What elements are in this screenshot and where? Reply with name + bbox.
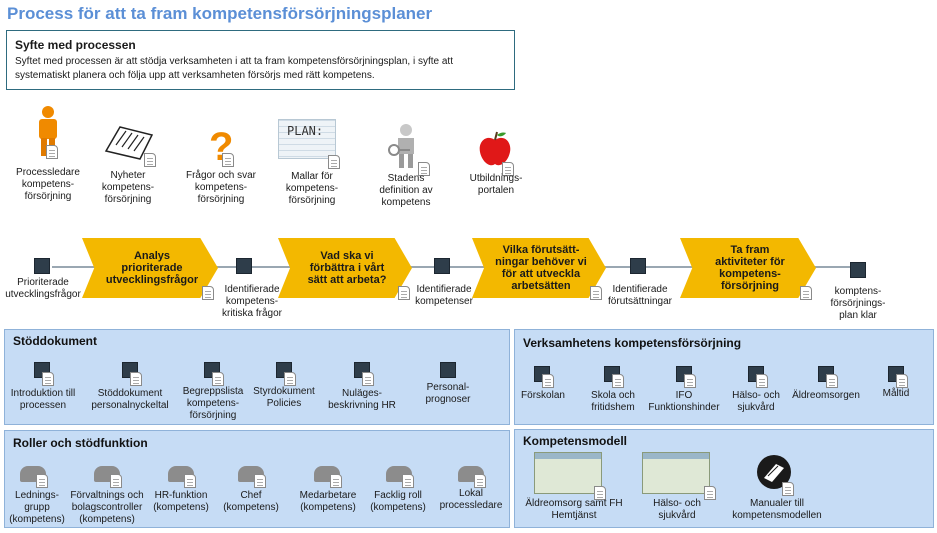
document-icon <box>502 162 514 176</box>
document-icon <box>440 362 456 378</box>
flow-output-label: Identifierade <box>224 284 280 295</box>
document-icon <box>202 286 214 300</box>
resource-label: Utbildnings- <box>469 173 523 184</box>
purpose-box: Syfte med processen Syftet med processen… <box>6 30 515 90</box>
stoddokument-panel: Stöddokument <box>4 329 510 425</box>
verksamhet-item[interactable]: Förskolan <box>514 362 572 412</box>
output-doc-2-icon <box>236 258 252 274</box>
resource-label: Stadens <box>387 173 425 184</box>
person-with-key-icon <box>388 124 414 168</box>
output-doc-3-icon <box>434 258 450 274</box>
verksamhet-item[interactable]: Äldreomsorgen <box>788 362 864 412</box>
resource-label: Processledare <box>16 167 80 178</box>
resource-label: Mallar för <box>291 171 333 182</box>
flow-output-label: Prioriterade <box>17 277 69 288</box>
stoddokument-item[interactable]: Nuläges-beskrivning HR <box>320 360 404 416</box>
document-icon <box>144 153 156 167</box>
page-title: Process för att ta fram kompetensförsörj… <box>7 4 433 23</box>
document-icon <box>398 286 410 300</box>
output-doc-4-icon <box>630 258 646 274</box>
role-item[interactable]: Facklig roll(kompetens) <box>364 462 432 518</box>
output-doc-5-icon <box>850 262 866 278</box>
document-icon <box>222 153 234 167</box>
plan-notepad-icon: PLAN: <box>278 119 336 159</box>
document-icon <box>328 155 340 169</box>
verksamhetens-panel: Verksamhetens kompetensförsörjning <box>514 329 934 425</box>
manual-icon <box>757 455 791 489</box>
panel-heading: Kompetensmodell <box>523 434 628 448</box>
resource-utbildningsportalen[interactable]: Utbildnings-portalen <box>458 128 534 203</box>
stoddokument-item[interactable]: Personal-prognoser <box>410 360 486 416</box>
purpose-heading: Syfte med processen <box>15 38 136 52</box>
purpose-text: Syftet med processen är att stödja verks… <box>15 56 453 81</box>
resource-label: Nyheter <box>110 170 146 181</box>
apple-icon <box>479 131 511 166</box>
document-icon <box>46 145 58 159</box>
resource-label: Frågor och svar <box>185 170 257 181</box>
flow-output-label: Identifierade <box>416 284 472 295</box>
panel-heading: Verksamhetens kompetensförsörjning <box>523 336 742 350</box>
flow-output-label: Identifierade <box>612 284 668 295</box>
panel-heading: Stöddokument <box>13 334 97 348</box>
panel-heading: Roller och stödfunktion <box>13 436 148 450</box>
document-icon <box>418 162 430 176</box>
document-icon <box>800 286 812 300</box>
screenshot-thumbnail-icon <box>642 452 710 494</box>
flow-line <box>52 266 852 268</box>
kompetensmodell-panel: Kompetensmodell <box>514 429 934 528</box>
screenshot-thumbnail-icon <box>534 452 602 494</box>
role-item[interactable]: Medarbetare(kompetens) <box>294 462 362 518</box>
role-item[interactable]: HR-funktion(kompetens) <box>148 462 214 518</box>
role-item[interactable]: Chef(kompetens) <box>218 462 284 518</box>
newspaper-icon <box>104 126 154 160</box>
flow-output-label: komptens- <box>834 286 882 297</box>
output-doc-1-icon <box>34 258 50 274</box>
verksamhet-item[interactable]: Måltid <box>870 362 922 412</box>
role-item[interactable]: Lednings-grupp(kompetens) <box>4 462 70 528</box>
document-icon <box>590 286 602 300</box>
